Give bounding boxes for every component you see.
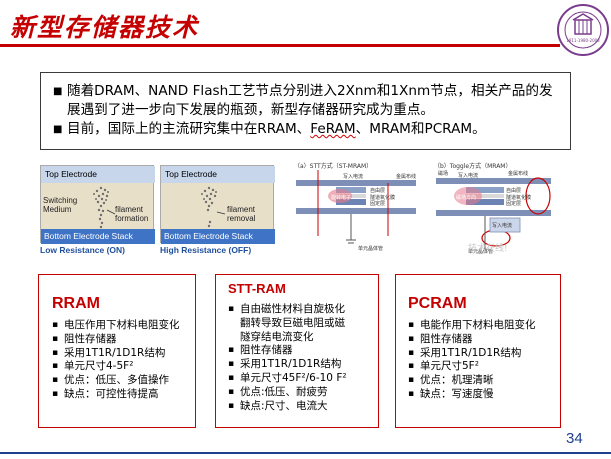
list-item: 阻性存储器 <box>408 333 536 347</box>
svg-text:1911-1980-2008: 1911-1980-2008 <box>566 38 600 43</box>
stt-ram-title: STT-RAM <box>228 281 286 296</box>
intro-bullet-1: ■随着DRAM、NAND Flash工艺节点分别进入2Xnm和1Xnm节点，相关… <box>53 83 553 118</box>
list-item: 缺点:尺寸、电流大 <box>228 400 347 414</box>
filament-formation-icon <box>93 186 116 229</box>
stt-ram-list: 自由磁性材料自旋极化 翻转导致巨磁电阻或磁 隧穿结电流变化 阻性存储器 采用1T… <box>228 303 347 413</box>
pcram-list: 电能作用下材料电阻变化 阻性存储器 采用1T1R/1D1R结构 单元尺寸5F² … <box>408 319 536 402</box>
rram-card: RRAM 电压作用下材料电阻变化 阻性存储器 采用1T1R/1D1R结构 单元尺… <box>38 274 196 428</box>
title-underline <box>0 44 560 47</box>
title-bar: 新型存储器技术 1911-1980-2008 <box>0 0 611 56</box>
high-resistance-figure: Top Electrode filament removal Bottom El… <box>160 165 275 257</box>
list-item: 优点：低压、多值操作 <box>52 374 180 388</box>
toggle-mram-diagram: （b）Toggle方式（MRAM） 磁场 写入电流 金属布线 自由层 隧道氧化膜… <box>428 160 568 260</box>
list-item: 电能作用下材料电阻变化 <box>408 319 536 333</box>
list-item: 翻转导致巨磁电阻或磁 <box>240 316 345 329</box>
pcram-title: PCRAM <box>408 295 467 312</box>
rram-title: RRAM <box>52 295 100 312</box>
list-item: 单元尺寸5F² <box>408 360 536 374</box>
list-item: 优点:低压、耐疲劳 <box>228 386 347 400</box>
list-item: 隧穿结电流变化 <box>240 330 314 343</box>
list-item: 单元尺寸45F²/6-10 F² <box>228 372 347 386</box>
pcram-card: PCRAM 电能作用下材料电阻变化 阻性存储器 采用1T1R/1D1R结构 单元… <box>395 274 561 428</box>
intro-bullet-2: ■目前，国际上的主流研究集中在RRAM、FeRAM、MRAM和PCRAM。 <box>53 121 486 137</box>
filament-removal-icon <box>201 186 226 228</box>
stt-ram-card: STT-RAM 自由磁性材料自旋极化 翻转导致巨磁电阻或磁 隧穿结电流变化 阻性… <box>215 274 379 428</box>
intro-box: ■随着DRAM、NAND Flash工艺节点分别进入2Xnm和1Xnm节点，相关… <box>40 72 571 150</box>
low-resistance-figure: Top Electrode Switching Medium filament … <box>40 165 155 257</box>
list-item: 缺点：写速度慢 <box>408 388 536 402</box>
list-item: 电压作用下材料电阻变化 <box>52 319 180 333</box>
page-number: 34 <box>566 430 583 447</box>
list-item: 采用1T1R/1D1R结构 <box>408 347 536 361</box>
list-item: 缺点：可控性待提高 <box>52 388 180 402</box>
university-seal-icon: 1911-1980-2008 <box>557 4 609 56</box>
list-item: 自由磁性材料自旋极化 <box>228 303 347 317</box>
list-item: 阻性存储器 <box>52 333 180 347</box>
list-item: 阻性存储器 <box>228 344 347 358</box>
stt-mram-diagram: （a）STT方式（ST-MRAM） 写入电流 金属布线 自由层 隧道氧化膜 固定… <box>294 163 417 252</box>
footer-line <box>0 452 611 454</box>
list-item: 优点：机理清晰 <box>408 374 536 388</box>
list-item: 采用1T1R/1D1R结构 <box>52 347 180 361</box>
list-item: 单元尺寸4-5F² <box>52 360 180 374</box>
watermark-text: 技术在线! <box>468 244 508 254</box>
rram-list: 电压作用下材料电阻变化 阻性存储器 采用1T1R/1D1R结构 单元尺寸4-5F… <box>52 319 180 402</box>
list-item: 采用1T1R/1D1R结构 <box>228 358 347 372</box>
page-title: 新型存储器技术 <box>10 13 200 42</box>
